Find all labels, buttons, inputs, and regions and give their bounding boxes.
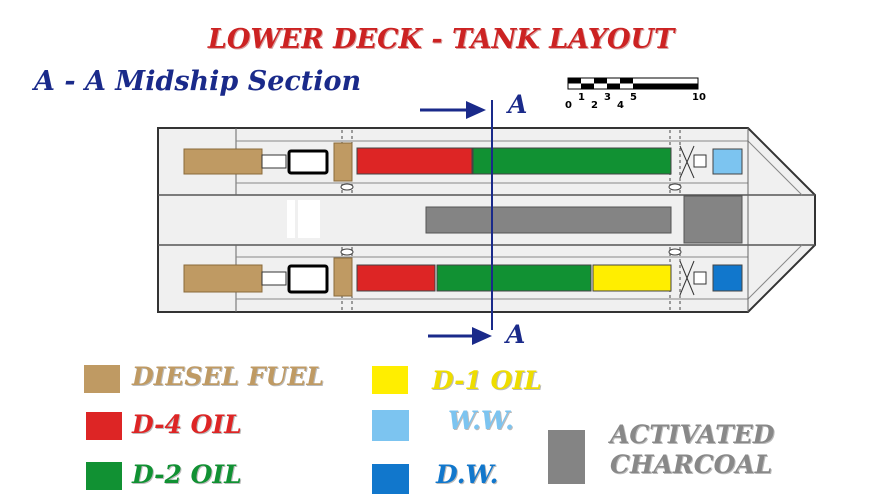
diagram-subtitle: A - A Midship Section — [34, 66, 362, 97]
scale-label-1: 1 — [578, 92, 585, 103]
legend-label-dw: D.W. — [436, 460, 499, 489]
diagram-title: LOWER DECK - TANK LAYOUT — [207, 24, 675, 55]
legend-swatch-charcoal — [548, 430, 585, 484]
tank-d4-lower — [356, 264, 436, 292]
section-label-bottom: A — [506, 320, 526, 349]
scale-label-5: 5 — [630, 92, 637, 103]
scale-label-3: 3 — [604, 92, 611, 103]
legend-swatch-diesel — [84, 365, 120, 393]
legend-label-d4: D-4 OIL — [132, 410, 242, 439]
tank-ww — [712, 148, 743, 175]
tank-diesel-upper-2 — [333, 142, 353, 182]
tank-dw — [712, 264, 743, 292]
tank-d2-lower — [436, 264, 592, 292]
tank-diesel-upper-1 — [183, 148, 263, 175]
legend-swatch-d2 — [86, 462, 122, 490]
section-arrow-top — [420, 101, 486, 119]
legend-swatch-d1 — [372, 366, 408, 394]
scale-label-0: 0 — [565, 100, 572, 111]
tank-charcoal-long — [425, 206, 672, 234]
legend-label-diesel: DIESEL FUEL — [132, 362, 325, 391]
tank-charcoal-box — [683, 195, 743, 244]
tank-diesel-lower-2 — [333, 257, 353, 297]
legend-label-d1: D-1 OIL — [432, 366, 542, 395]
scale-label-10: 10 — [692, 92, 706, 103]
scale-label-2: 2 — [591, 100, 598, 111]
section-label-top: A — [508, 90, 528, 119]
tank-diesel-lower-1 — [183, 264, 263, 293]
legend-swatch-d4 — [86, 412, 122, 440]
legend-label-ww: W.W. — [448, 406, 514, 435]
legend-label-d2: D-2 OIL — [132, 460, 242, 489]
legend-label-charcoal: ACTIVATED CHARCOAL — [610, 420, 775, 479]
tank-d2-upper — [472, 147, 672, 175]
tank-d4-upper — [356, 147, 473, 175]
scale-label-4: 4 — [617, 100, 624, 111]
section-arrow-bottom — [428, 327, 492, 345]
legend-swatch-dw — [372, 464, 409, 494]
legend-swatch-ww — [372, 410, 409, 441]
scale-bar — [567, 77, 699, 90]
tank-d1-lower — [592, 264, 672, 292]
